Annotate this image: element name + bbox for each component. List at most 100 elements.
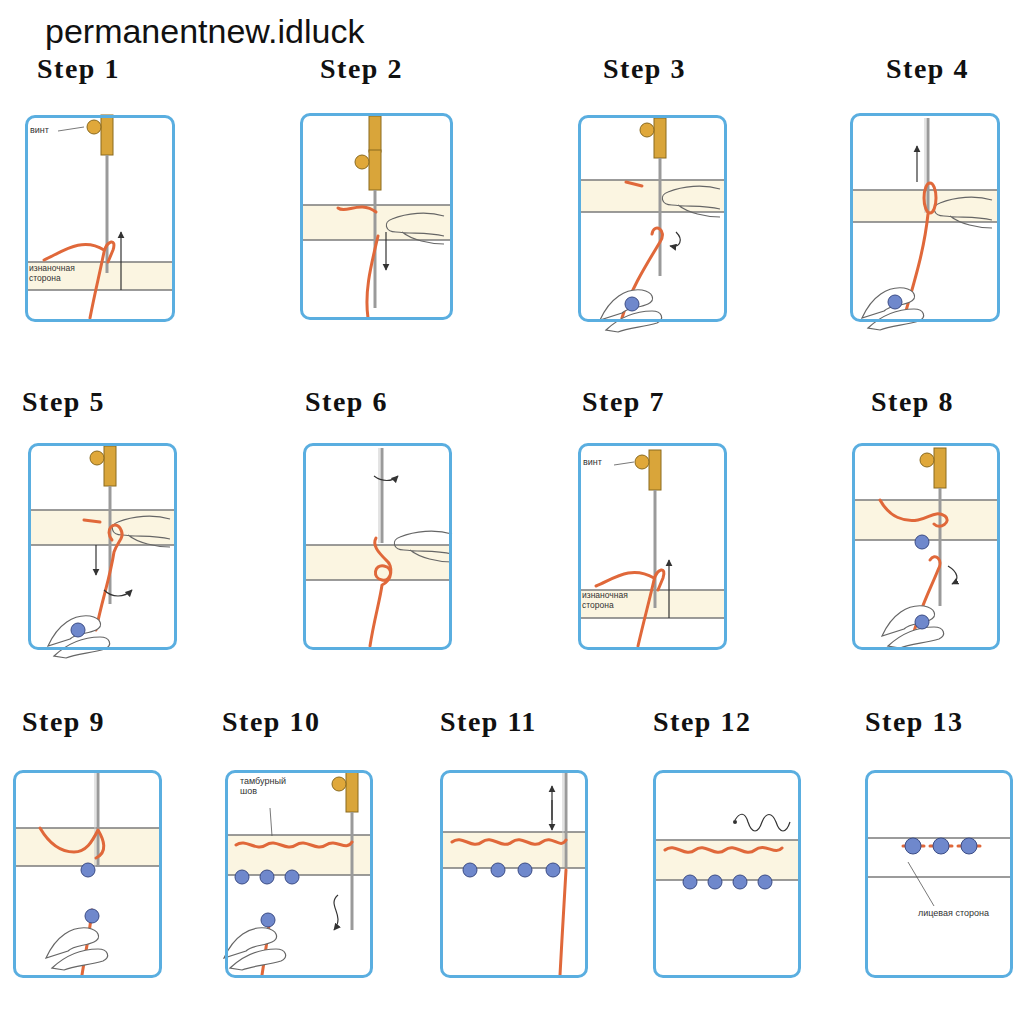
step-heading: Step 4 [886,55,969,83]
step-panel: Step 1 [25,115,175,322]
step-heading: Step 5 [22,388,105,416]
step-5-art [30,446,175,658]
step-panel: Step 11 [440,770,588,978]
step-heading: Step 9 [22,708,105,736]
art-path [626,182,642,186]
art-circle [71,623,85,637]
step-heading: Step 3 [603,55,686,83]
art-path [638,570,664,646]
step-heading: Step 10 [222,708,320,736]
art-path [104,590,132,596]
side-label: лицевая сторона [918,908,998,918]
art-line [27,289,173,291]
art-path [236,842,352,847]
step-panel: Step 5 [28,443,177,650]
step-9-art [15,772,160,975]
art-use [635,450,661,608]
step-4-art [852,118,998,330]
art-path [44,244,104,260]
art-line [916,146,917,182]
art-rect [655,840,799,880]
step-heading: Step 12 [653,708,751,736]
art-line [227,834,371,836]
step-13-art [867,838,1011,906]
step-7-art [580,450,725,646]
art-line [30,509,175,511]
art-use [882,606,944,648]
art-circle [915,535,929,549]
step-panel: Step 10 [225,770,373,978]
art-line [852,221,998,223]
art-rect [369,116,381,152]
step-panel: Step 3 [578,115,727,322]
art-line [854,499,998,501]
art-line [551,800,552,830]
art-circle [961,838,977,854]
step-1-art [27,115,173,318]
step-6-art [305,448,452,646]
art-path [90,242,114,318]
screw-label: винт [30,125,60,135]
art-line [867,876,1011,878]
watermark: permanentnew.idluck [45,12,364,51]
step-heading: Step 1 [37,55,120,83]
art-path [452,840,566,845]
step-heading: Step 13 [865,708,963,736]
step-8-art [854,448,998,648]
art-use [394,531,452,562]
art-use [386,213,444,244]
step-10-art [224,772,371,975]
art-ellipse [924,183,936,213]
art-circle [518,863,532,877]
art-circle [85,909,99,923]
step-panel: Step 12 [653,770,801,978]
art-circle [285,870,299,884]
art-path [596,572,654,586]
art-path [670,232,680,246]
art-use [46,928,108,970]
art-circle [491,863,505,877]
art-line [27,261,173,263]
art-use [934,197,992,228]
art-path [735,814,790,831]
step-12-art [655,814,799,889]
art-path [96,525,122,630]
side-label: изнаночная сторона [582,591,646,611]
step-panel: Step 6 [303,443,452,650]
art-line [120,232,121,290]
art-path [367,236,378,318]
art-line [58,127,84,131]
stitch-label: тамбурный шов [240,776,302,797]
art-rect [30,510,175,545]
art-use [379,448,382,543]
art-use [563,772,566,867]
art-circle [260,870,274,884]
art-use [662,186,720,217]
art-path [84,520,100,522]
step-panel: Step 8 [852,443,1000,650]
art-path [948,566,957,584]
art-line [908,862,934,906]
art-path [338,207,376,212]
art-line [614,462,634,465]
step-11-art [442,772,586,975]
art-line [580,211,725,213]
art-path [370,538,391,646]
art-circle [933,838,949,854]
art-path [40,828,104,858]
art-use [48,616,110,658]
art-line [580,179,725,181]
art-circle [708,875,722,889]
screw-label: винт [583,457,613,467]
side-label: изнаночная сторона [29,264,93,284]
art-circle [758,875,772,889]
step-3-art [580,118,725,332]
art-circle [625,297,639,311]
art-use [600,290,662,332]
art-circle [888,295,902,309]
art-rect [442,832,586,868]
art-circle [733,875,747,889]
art-use [862,288,924,330]
art-line [580,617,725,619]
step-2-art [302,116,451,318]
